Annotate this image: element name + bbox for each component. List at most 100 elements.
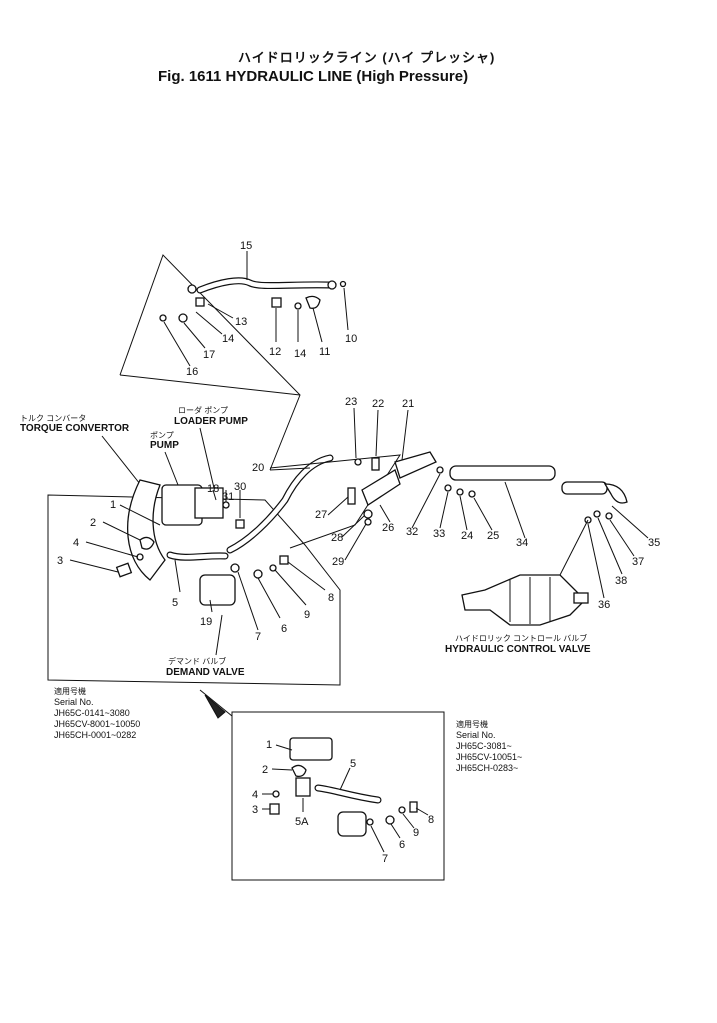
detail-callout-3: 3 (252, 804, 258, 816)
callout-12: 12 (269, 346, 281, 358)
washer-14 (294, 302, 302, 310)
callout-8: 8 (328, 592, 334, 604)
elbow-2 (139, 536, 155, 550)
detail-inset-frame (231, 711, 445, 881)
callout-9: 9 (304, 609, 310, 621)
washer-9 (269, 564, 277, 572)
callout-30: 30 (234, 481, 246, 493)
clamp-17 (178, 313, 188, 323)
callout-20: 20 (252, 462, 264, 474)
detail-washer-9 (398, 806, 406, 814)
clamp-6 (253, 569, 263, 579)
serial-late-jp: 適用号機 (456, 719, 488, 729)
callout-34: 34 (516, 537, 528, 549)
detail-fitting-5a (295, 777, 311, 797)
bracket-21 (394, 451, 437, 479)
callout-32: 32 (406, 526, 418, 538)
washer-23 (354, 458, 362, 466)
serial-early-line-1: JH65C-0141~3080 (54, 708, 130, 718)
nut-29 (364, 518, 372, 526)
washer-28 (363, 509, 373, 519)
serial-late-heading: Serial No. (456, 730, 496, 740)
oring-10 (339, 280, 347, 288)
fitting-left (187, 284, 197, 294)
callout-2: 2 (90, 517, 96, 529)
detail-callout-7: 7 (382, 853, 388, 865)
bolt-27 (347, 487, 356, 505)
washer-24 (456, 488, 464, 496)
clamp-11 (305, 295, 321, 309)
detail-pump-body (289, 737, 333, 761)
torque-convertor-housing (127, 479, 166, 581)
detail-washer-4 (272, 790, 280, 798)
control-valve-body (461, 574, 586, 626)
callout-31: 31 (222, 491, 234, 503)
callout-11: 11 (319, 346, 330, 358)
hose-15-inner (197, 278, 333, 293)
bracket-26 (361, 469, 401, 506)
bolt-3 (115, 562, 133, 578)
serial-early-jp: 適用号機 (54, 686, 86, 696)
demand-valve-body (199, 574, 236, 606)
callout-5: 5 (172, 597, 178, 609)
washer-16 (159, 314, 167, 322)
assembly-outline (47, 494, 341, 686)
callout-3: 3 (57, 555, 63, 567)
control-valve-label: HYDRAULIC CONTROL VALVE (445, 644, 591, 655)
callout-19: 19 (200, 616, 212, 628)
callout-24: 24 (461, 530, 473, 542)
loader-pump-body (194, 487, 224, 519)
demand-valve-label: DEMAND VALVE (166, 667, 245, 678)
bolt-22 (371, 457, 380, 471)
title-english: Fig. 1611 HYDRAULIC LINE (High Pressure) (158, 68, 468, 85)
detail-callout-4: 4 (252, 789, 258, 801)
detail-bolt-3 (269, 803, 280, 815)
pump-jp: ポンプ (150, 431, 174, 440)
control-valve-jp: ハイドロリック コントロール バルブ (455, 633, 587, 643)
callout-13: 13 (235, 316, 247, 328)
serial-early-line-2: JH65CV-8001~10050 (54, 719, 140, 729)
detail-callout-6: 6 (399, 839, 405, 851)
detail-callout-5: 5 (350, 758, 356, 770)
callout-15: 15 (240, 240, 252, 252)
callout-26: 26 (382, 522, 394, 534)
serial-early-heading: Serial No. (54, 697, 94, 707)
detail-callout-1: 1 (266, 739, 272, 751)
demand-valve-jp: デマンド バルブ (168, 656, 226, 666)
detail-inset (231, 711, 445, 881)
callout-7: 7 (255, 631, 261, 643)
callout-25: 25 (487, 530, 499, 542)
callout-38: 38 (615, 575, 627, 587)
callout-17: 17 (203, 349, 215, 361)
inset-base-line (119, 374, 301, 396)
pipe-34 (449, 465, 556, 481)
detail-callout-2: 2 (262, 764, 268, 776)
callout-29: 29 (332, 556, 344, 568)
callout-14-second: 14 (294, 348, 306, 360)
callout-10: 10 (345, 333, 357, 345)
detail-clamp-6 (385, 815, 395, 825)
pipe-34-end (561, 481, 608, 495)
loader-pump-label: LOADER PUMP (174, 416, 248, 427)
callout-21: 21 (402, 398, 414, 410)
callout-23: 23 (345, 396, 357, 408)
torque-convertor-jp: トルク コンバータ (20, 414, 86, 423)
detail-callout-9: 9 (413, 827, 419, 839)
callout-22: 22 (372, 398, 384, 410)
bolt-30 (235, 519, 245, 529)
callout-14: 14 (222, 333, 234, 345)
fitting-7 (230, 563, 240, 573)
bolt-25 (468, 490, 476, 498)
serial-late-line-1: JH65C-3081~ (456, 741, 512, 751)
torque-convertor-label: TORQUE CONVERTOR (20, 423, 130, 434)
callout-18: 18 (207, 483, 219, 495)
detail-elbow-2 (291, 764, 307, 778)
detail-arrow-icon (204, 694, 226, 719)
callout-16: 16 (186, 366, 198, 378)
oring-38 (593, 510, 601, 518)
detail-bolt-8 (409, 801, 418, 813)
serial-late-line-3: JH65CH-0283~ (456, 763, 518, 773)
control-valve-port (573, 592, 589, 604)
inset-outline (119, 254, 301, 471)
